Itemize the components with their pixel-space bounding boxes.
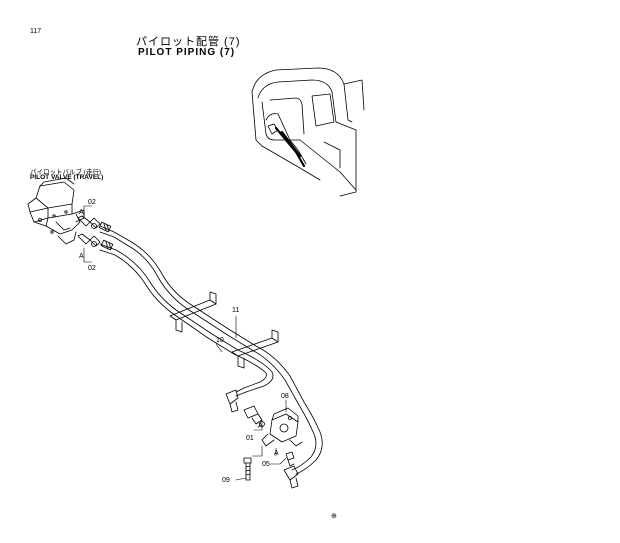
footer-registration-mark: ⊕	[331, 513, 337, 520]
bolt-09	[243, 457, 252, 481]
pilot-hose-10	[99, 243, 274, 397]
label-part-02-upper: 02	[88, 199, 96, 206]
pilot-valve-label-japanese: パイロットバルブ (走行)	[30, 169, 102, 176]
view-marker-a-lower: A	[79, 253, 84, 260]
fitting-05	[285, 451, 295, 467]
page-title-japanese: パイロット配管 (7)	[136, 36, 241, 48]
hose-end-fittings	[98, 221, 114, 251]
label-part-09: 09	[222, 477, 230, 484]
hose-brackets	[169, 291, 279, 369]
view-marker-a-mid: A	[258, 423, 263, 430]
elbow-fitting-hose-end	[225, 389, 239, 413]
pilot-valve-travel	[27, 177, 85, 245]
label-part-11: 11	[232, 307, 239, 314]
pilot-hose-11	[99, 225, 323, 475]
page-number: 117	[30, 28, 42, 35]
leader-lines	[83, 205, 287, 481]
excavator-cab-locator	[251, 67, 365, 197]
label-part-05: 05	[262, 461, 270, 468]
view-marker-a-lower-right: A	[274, 450, 279, 457]
elbow-fitting-hose-11-end	[283, 465, 299, 489]
page-title-english: PILOT PIPING (7)	[138, 47, 236, 58]
pilot-valve-label-english: PILOT VALVE (TRAVEL)	[30, 174, 104, 181]
elbow-fitting-02	[77, 215, 101, 247]
label-part-01: 01	[246, 435, 254, 442]
label-part-08: 08	[281, 393, 289, 400]
label-part-02-lower: 02	[88, 265, 96, 272]
view-marker-a-upper: A	[79, 209, 84, 216]
label-part-10: 10	[216, 337, 224, 344]
shuttle-valve-08	[261, 407, 303, 447]
